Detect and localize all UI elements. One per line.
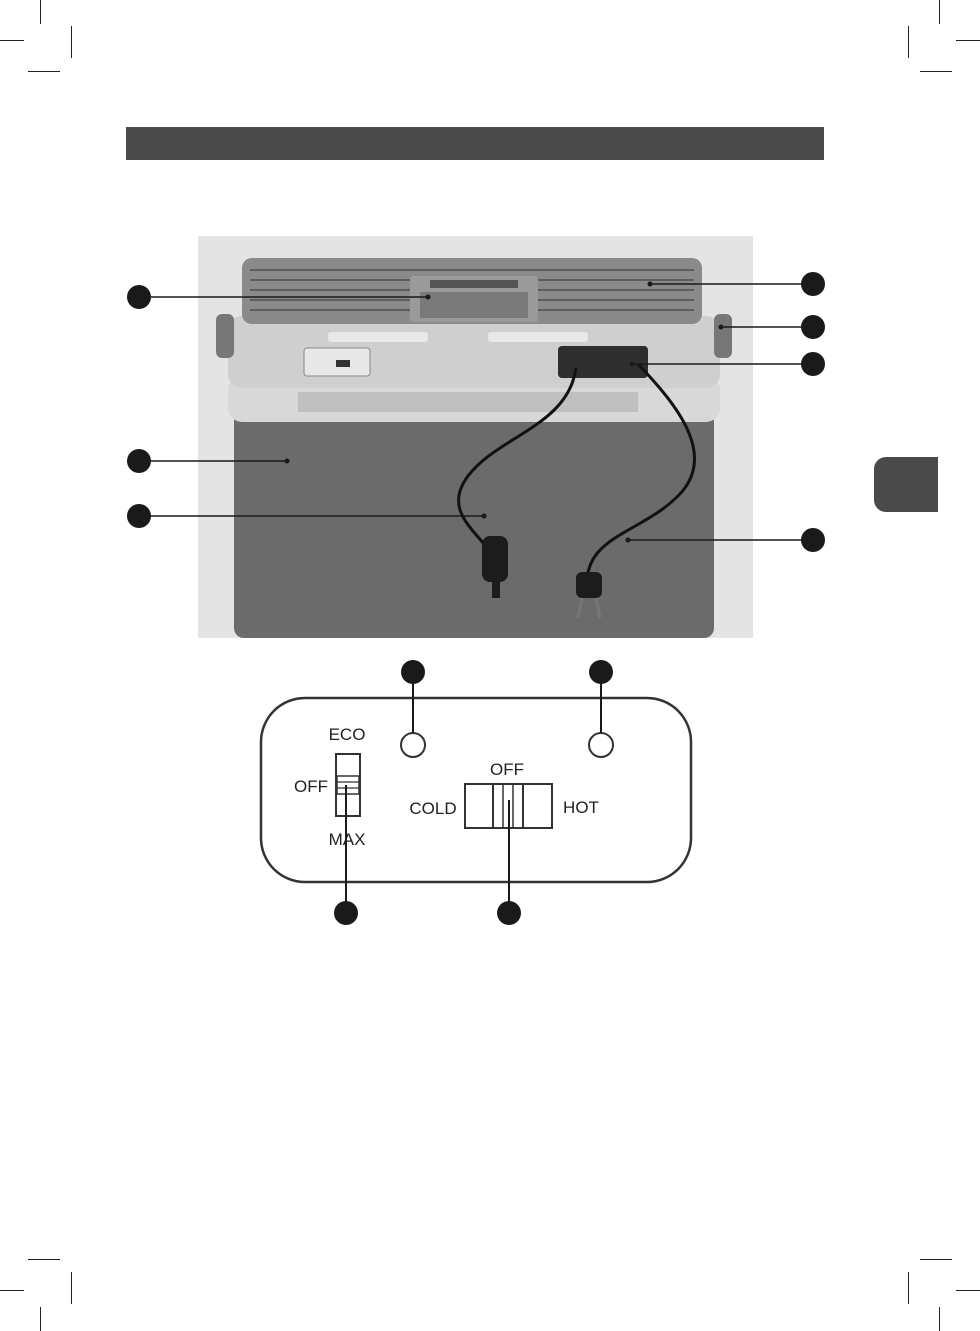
eco-label: ECO (329, 725, 366, 744)
control-panel-diagram: ECO OFF MAX OFF COLD HOT (261, 660, 691, 925)
max-label: MAX (329, 830, 366, 849)
callout-marker (127, 504, 151, 528)
callout-marker (801, 315, 825, 339)
off-label-center: OFF (490, 760, 524, 779)
callout-marker (401, 660, 425, 684)
cold-label: COLD (409, 799, 456, 818)
callout-marker (589, 660, 613, 684)
eco-indicator-led (401, 733, 425, 757)
callout-marker (127, 449, 151, 473)
hot-label: HOT (563, 798, 599, 817)
callout-marker (801, 528, 825, 552)
callout-marker (127, 285, 151, 309)
power-indicator-led (589, 733, 613, 757)
callout-marker (801, 352, 825, 376)
callout-marker (334, 901, 358, 925)
callout-marker (801, 272, 825, 296)
callout-marker (497, 901, 521, 925)
off-label-left: OFF (294, 777, 328, 796)
